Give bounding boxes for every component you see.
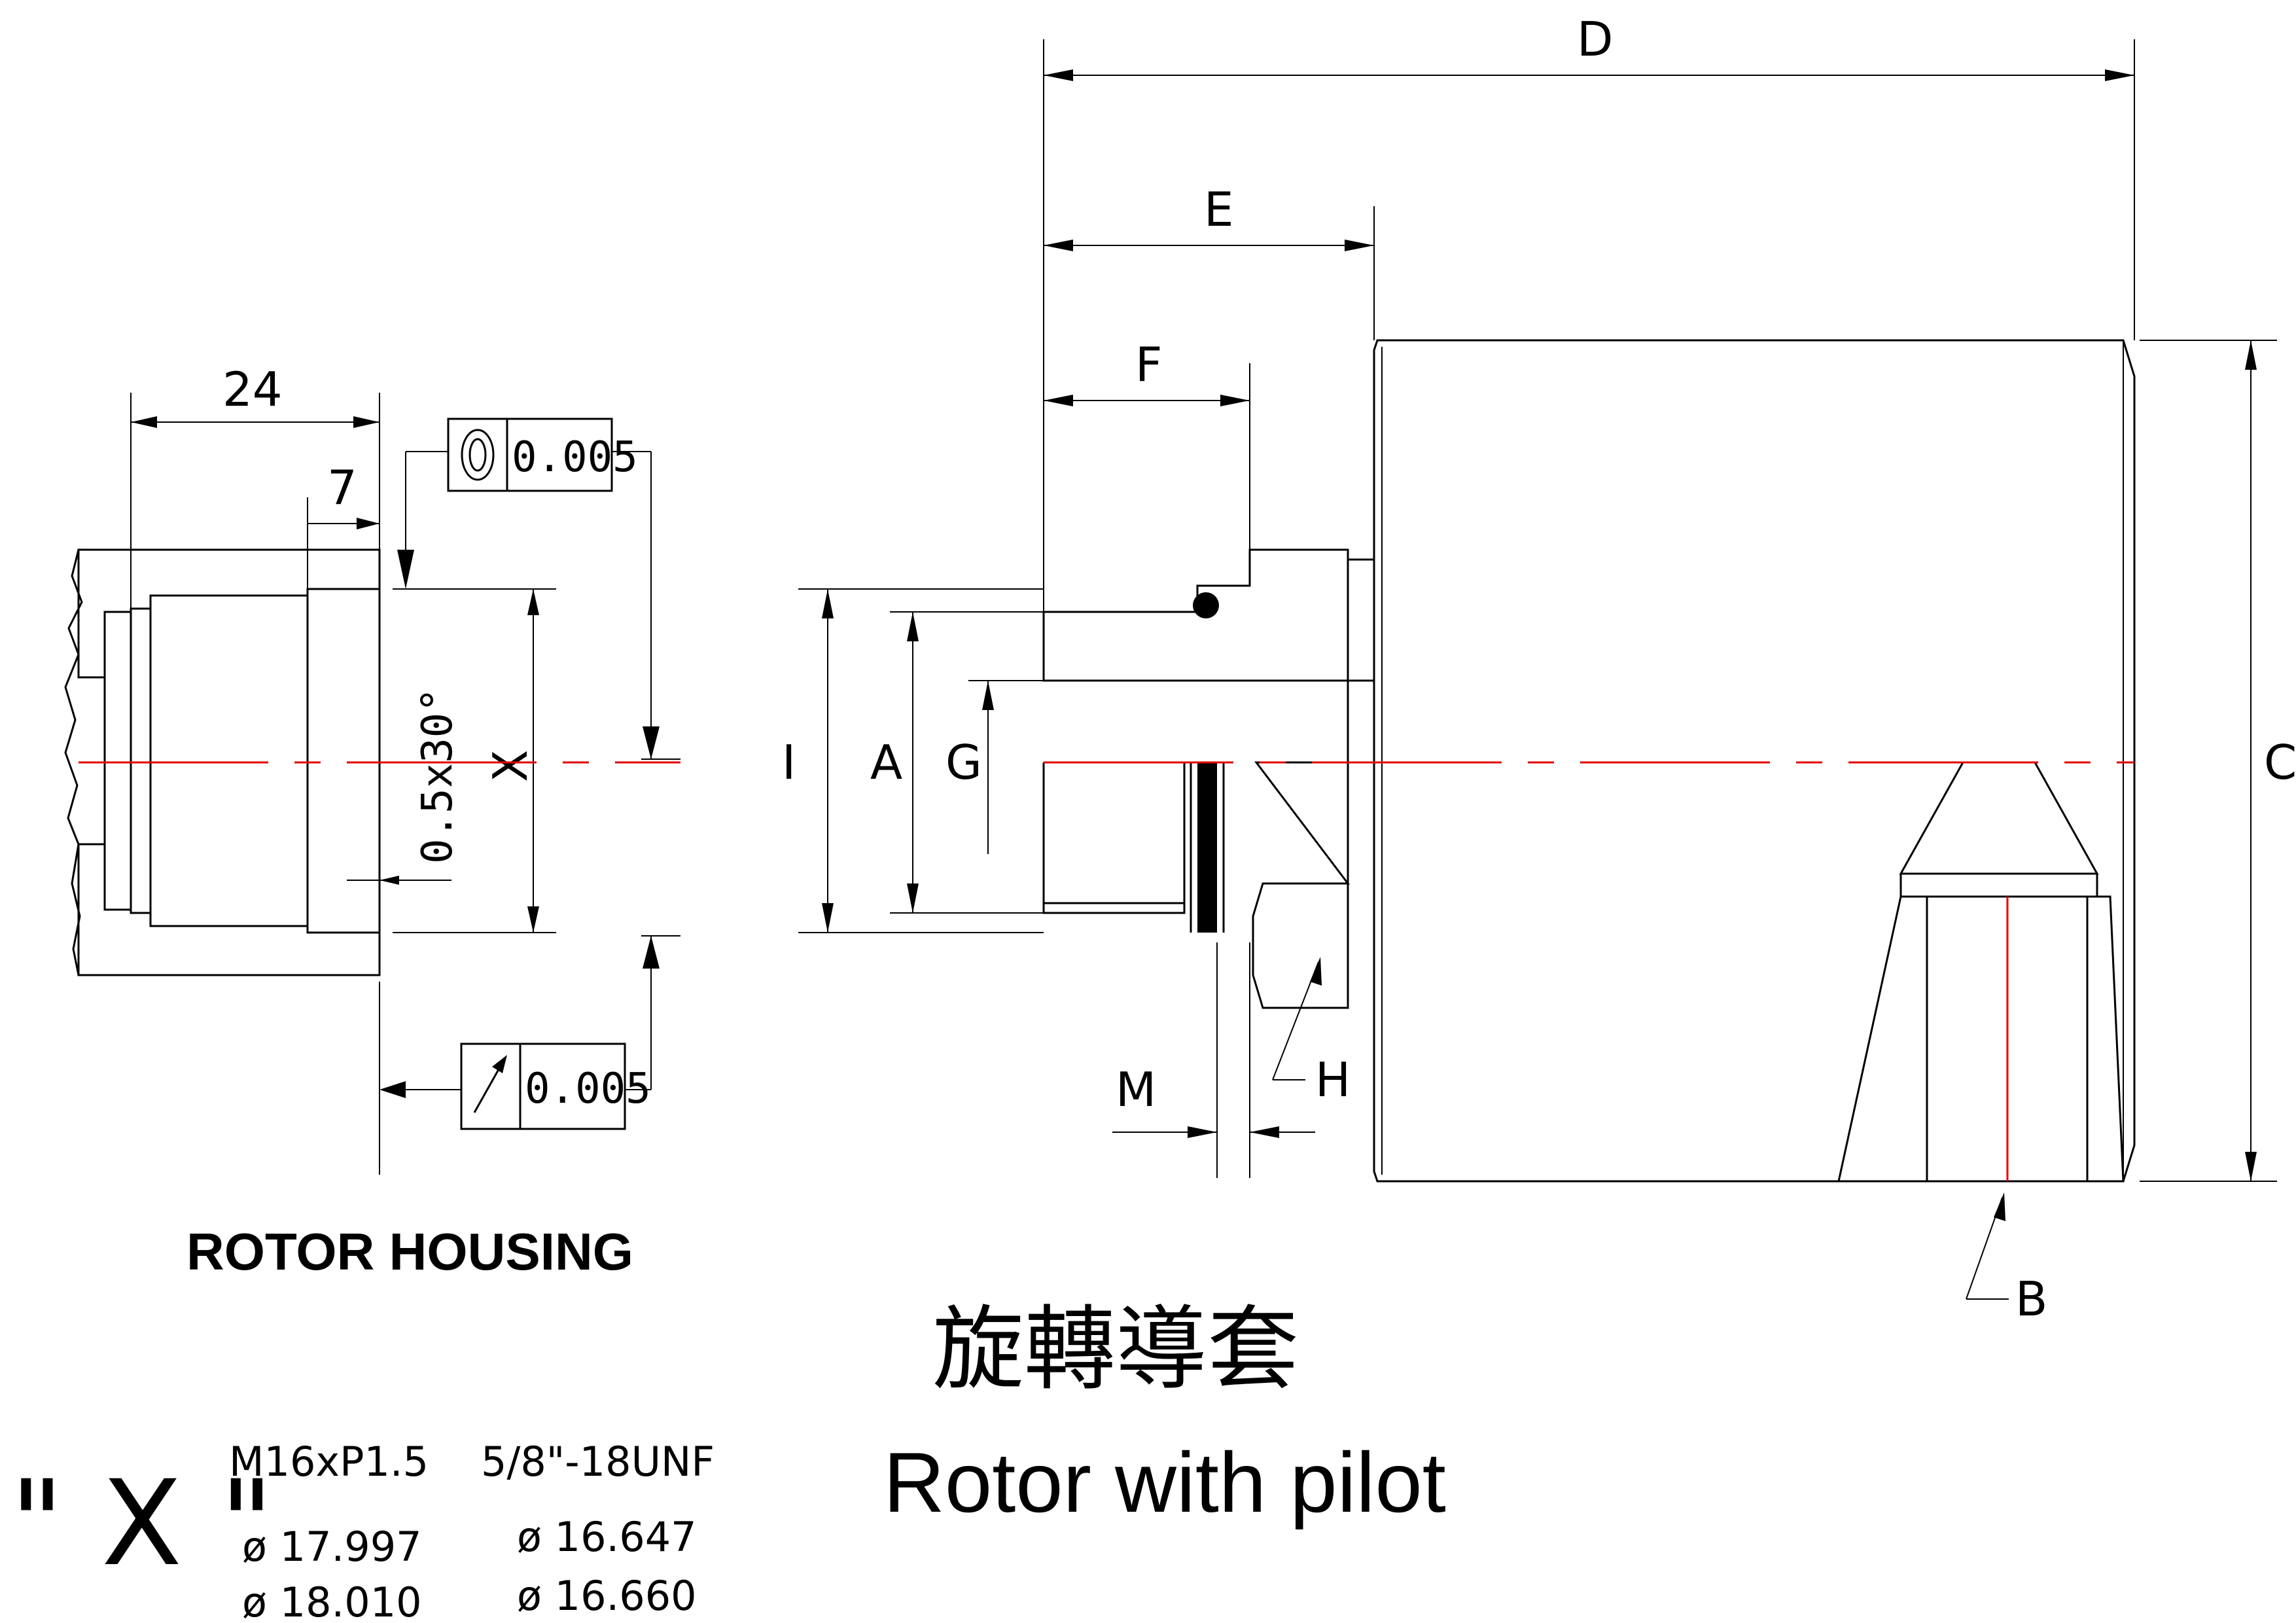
dim-7-label: 7 xyxy=(327,460,357,515)
pilot-section xyxy=(1042,548,1375,682)
dim-a-label: A xyxy=(870,735,902,790)
rotor-view: D E F C I A G xyxy=(782,12,2296,1530)
thread-table: " X " M16xP1.5 ø 17.997 ø 18.010 5/8"-18… xyxy=(10,1438,715,1623)
thread-col1-max: ø 18.010 xyxy=(242,1578,422,1623)
dim-x-label: X xyxy=(483,750,538,782)
dim-f-label: F xyxy=(1135,337,1162,392)
thread-col1-name: M16xP1.5 xyxy=(229,1438,429,1486)
rotor-housing-view: 24 7 0.5x30° X 0.005 xyxy=(64,362,680,1281)
housing-wall-upper xyxy=(77,548,381,679)
dim-i-label: I xyxy=(782,735,796,790)
leader-h-label: H xyxy=(1315,1052,1351,1107)
thread-col1-min: ø 17.997 xyxy=(242,1523,422,1571)
concentricity-tolerance: 0.005 xyxy=(512,433,638,482)
rotor-title-en: Rotor with pilot xyxy=(883,1435,1446,1530)
dim-g-label: G xyxy=(945,735,982,790)
dim-e-label: E xyxy=(1204,182,1234,237)
chamfer-label: 0.5x30° xyxy=(414,687,462,864)
break-line xyxy=(64,549,83,976)
rotor-body xyxy=(1373,339,2136,1183)
o-ring xyxy=(1193,592,1219,618)
housing-title: ROTOR HOUSING xyxy=(186,1222,633,1281)
thread-col2-name: 5/8"-18UNF xyxy=(481,1438,715,1486)
dim-24-label: 24 xyxy=(222,362,283,417)
rotor-title-cn: 旋轉導套 xyxy=(932,1296,1299,1403)
housing-wall-lower xyxy=(77,843,381,976)
dim-c-label: C xyxy=(2264,735,2296,790)
bore-cone xyxy=(1899,761,2099,875)
dim-d-label: D xyxy=(1577,12,1613,67)
hex-nut xyxy=(1252,761,1351,1009)
leader-b-label: B xyxy=(2015,1272,2047,1327)
thread-col2-min: ø 16.647 xyxy=(517,1513,697,1561)
o-ring-section xyxy=(1197,762,1217,933)
thread-table-heading: " X " xyxy=(10,1455,274,1592)
dim-m-label: M xyxy=(1116,1062,1156,1117)
thread-col2-max: ø 16.660 xyxy=(517,1572,697,1620)
